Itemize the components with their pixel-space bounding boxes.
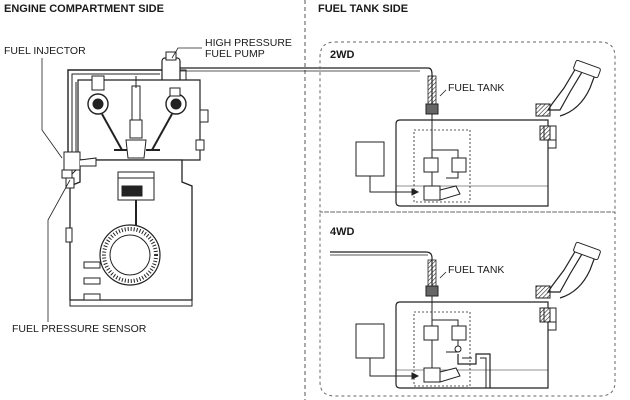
injector-leader [41,58,63,159]
fuel-pressure-sensor-label: FUEL PRESSURE SENSOR [12,323,147,335]
filler-neck-4wd [546,249,583,293]
frame-4wd [319,211,616,397]
hp-pump-label-line2: FUEL PUMP [205,48,265,60]
variant-2wd-label: 2WD [330,49,355,61]
sensor-leader [47,179,71,322]
engine-side-header: ENGINE COMPARTMENT SIDE [4,3,164,15]
tank-side-header: FUEL TANK SIDE [318,3,409,15]
fuel-pressure-sensor [65,177,75,189]
fuel-tank-label-2wd: FUEL TANK [448,82,505,94]
fuel-rail-line [67,69,168,158]
fuel-tank-2wd [395,119,549,207]
variant-4wd-label: 4WD [330,226,355,238]
canister-4wd [355,323,385,359]
tank-2wd-drawing [319,41,616,213]
hp-pump-label-line1: HIGH PRESSURE [205,37,292,49]
fuel-tank-4wd [395,301,549,389]
fuel-injector [63,151,81,171]
high-pressure-fuel-pump [161,57,181,83]
pump-leader [171,47,202,59]
tank-4wd-drawing [319,89,616,397]
fuel-tank-label-4wd: FUEL TANK [448,264,505,276]
canister-2wd [355,141,385,177]
filler-neck-2wd [546,67,583,111]
engine-drawing [41,47,420,322]
fuel-injector-label: FUEL INJECTOR [4,45,86,57]
